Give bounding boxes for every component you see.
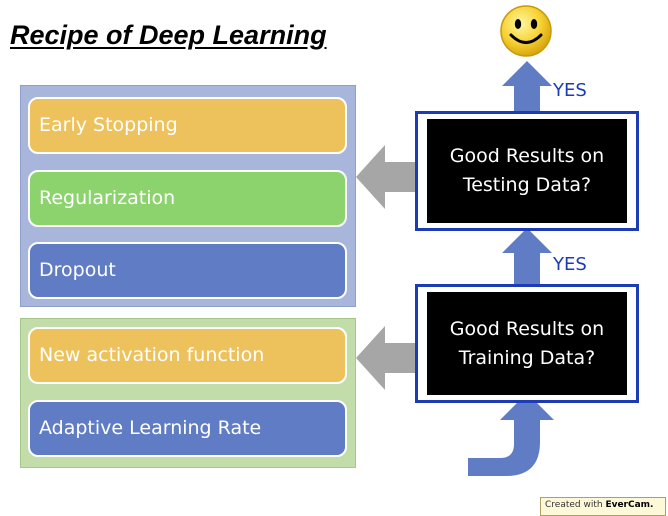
evercam-watermark: Created with EverCam. [540,497,666,516]
yes-label-middle: YES [553,254,587,275]
dropout-box: Dropout [28,242,347,299]
back-arrow-training [356,326,416,390]
up-arrow-testing-to-success [502,61,552,118]
testing-question-box: Good Results on Testing Data? [427,119,627,223]
testing-question-line2: Testing Data? [462,174,592,196]
yes-label-top: YES [553,80,587,101]
testing-question-frame: Good Results on Testing Data? [415,111,639,231]
up-arrow-training-to-testing [502,228,552,289]
new-activation-function-box: New activation function [28,327,347,384]
adaptive-learning-rate-box: Adaptive Learning Rate [28,400,347,457]
early-stopping-box: Early Stopping [28,97,347,154]
training-question-line2: Training Data? [458,346,596,369]
back-arrow-testing [356,145,416,209]
entry-arrow [468,393,554,476]
training-question-box: Good Results on Training Data? [427,292,627,395]
training-question-line1: Good Results on [449,317,605,340]
diagram-title: Recipe of Deep Learning [10,20,327,50]
smiley-face-icon [500,5,552,57]
regularization-box: Regularization [28,170,347,227]
training-question-frame: Good Results on Training Data? [415,284,639,403]
testing-question-line1: Good Results on [449,145,605,167]
